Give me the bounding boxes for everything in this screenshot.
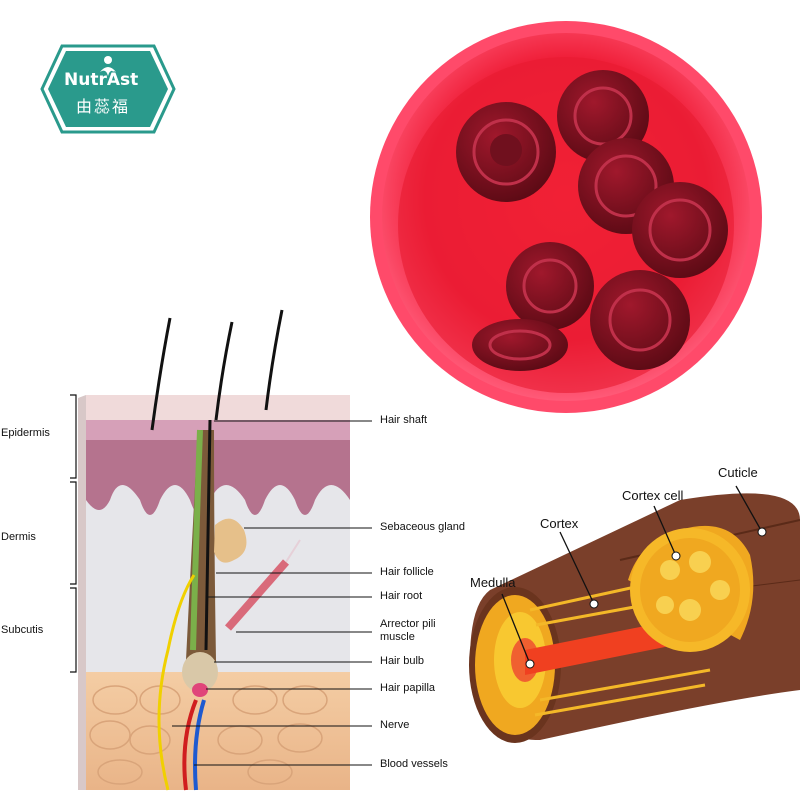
logo-brand-text: NutrÀst — [64, 70, 139, 90]
nutrifirst-logo: NutrÀst 由蕊福 — [40, 42, 176, 136]
label-subcutis: Subcutis — [1, 624, 44, 636]
label-cuticle: Cuticle — [718, 465, 758, 480]
label-medulla: Medulla — [470, 575, 516, 590]
gummy — [456, 102, 556, 202]
gummy — [590, 270, 690, 370]
gummy — [506, 242, 594, 330]
label-cortex: Cortex — [540, 516, 579, 531]
label-cortex-cell: Cortex cell — [622, 488, 684, 503]
label-epidermis: Epidermis — [1, 427, 50, 439]
gummy — [472, 319, 568, 371]
label-arrector-pili-muscle: Arrector pili muscle — [380, 618, 436, 643]
label-sebaceous-gland: Sebaceous gland — [380, 521, 466, 533]
label-hair-bulb: Hair bulb — [380, 655, 425, 667]
logo-badge — [40, 44, 176, 134]
label-hair-root: Hair root — [380, 590, 423, 602]
label-hair-shaft: Hair shaft — [380, 414, 428, 426]
label-hair-papilla: Hair papilla — [380, 682, 436, 694]
gummy — [632, 182, 728, 278]
label-blood-vessels: Blood vessels — [380, 758, 448, 770]
label-nerve: Nerve — [380, 719, 410, 731]
label-hair-follicle: Hair follicle — [380, 566, 434, 578]
person-icon — [104, 56, 112, 64]
label-dermis: Dermis — [1, 531, 36, 543]
logo-chinese-text: 由蕊福 — [76, 97, 131, 116]
